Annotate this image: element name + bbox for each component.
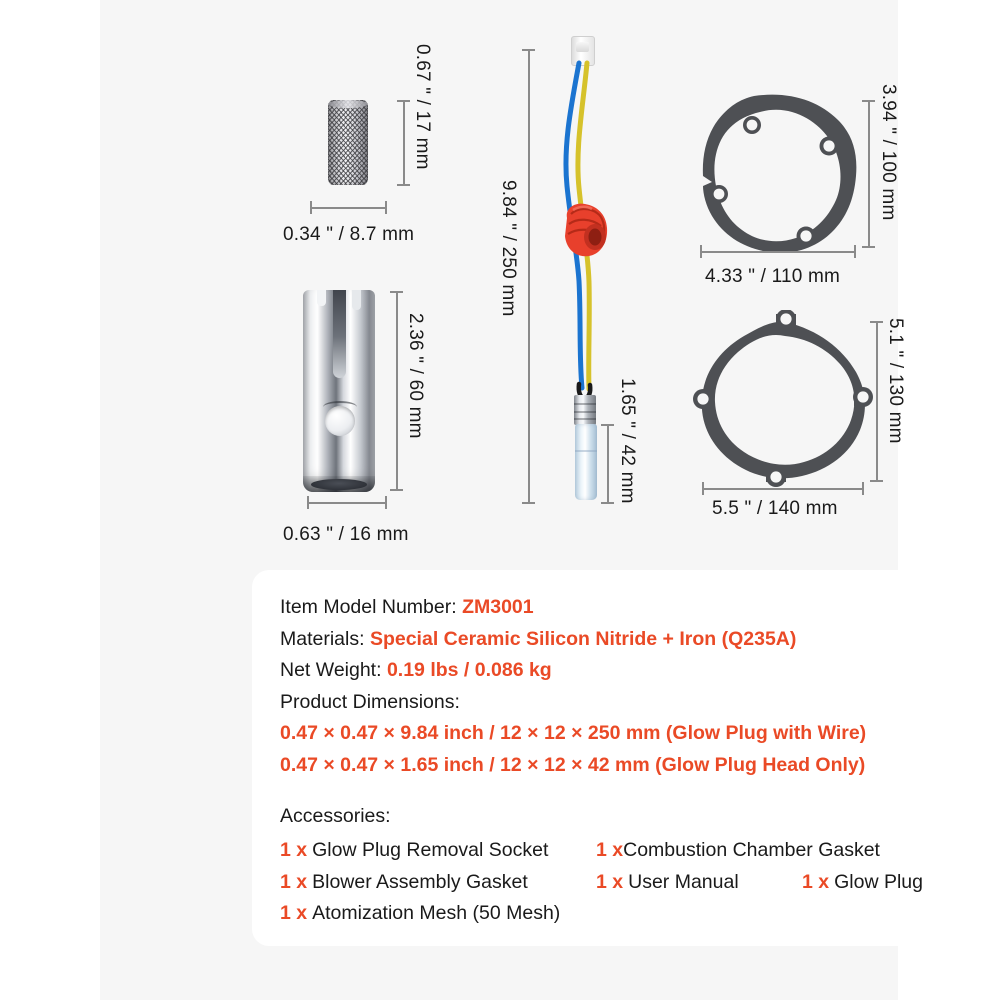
accessory-label: Atomization Mesh (50 Mesh): [312, 902, 561, 925]
plug-height-label: 9.84 " / 250 mm: [498, 180, 519, 317]
accessory-qty: 1 x: [596, 839, 624, 862]
mesh-height-tick-top: [397, 100, 410, 102]
plug-height-tick-top: [522, 49, 535, 51]
accessories-label: Accessories:: [280, 805, 391, 828]
mesh-width-tick-left: [310, 201, 312, 214]
socket-height-tick-bottom: [390, 489, 403, 491]
gasket-bottom-height-tick-bottom: [870, 480, 883, 482]
mesh-height-dimension-line: [403, 100, 405, 185]
accessories-row: 1 x Atomization Mesh (50 Mesh): [280, 898, 948, 930]
socket-hole-rim: [323, 401, 357, 413]
socket-width-tick-left: [307, 496, 309, 509]
gasket-top-width-label: 4.33 " / 110 mm: [705, 266, 841, 287]
gasket-bottom-height-tick-top: [870, 321, 883, 323]
socket-width-label: 0.63 " / 16 mm: [283, 524, 409, 545]
accessory-label: Combustion Chamber Gasket: [623, 839, 880, 862]
image-panel: 0.67 " / 17 mm 0.34 " / 8.7 mm 2.36 " / …: [100, 0, 948, 1000]
accessory-item: 1 x Combustion Chamber Gasket: [596, 835, 880, 867]
accessories-row: 1 x Glow Plug Removal Socket 1 x Combust…: [280, 835, 948, 867]
gasket-bottom-width-tick-left: [702, 482, 704, 495]
plug-head-label: 1.65 " / 42 mm: [617, 378, 638, 504]
plug-height-dimension-line: [528, 49, 530, 504]
net-weight-value: 0.19 lbs / 0.086 kg: [386, 659, 552, 682]
blower-assembly-gasket-image: [693, 310, 873, 487]
gasket-bottom-height-label: 5.1 " / 130 mm: [885, 318, 906, 444]
net-weight-row: Net Weight: 0.19 lbs / 0.086 kg: [280, 655, 948, 687]
mesh-width-tick-right: [385, 201, 387, 214]
accessories-grid: 1 x Glow Plug Removal Socket 1 x Combust…: [280, 835, 948, 930]
accessory-item: 1 x Glow Plug Removal Socket: [280, 835, 596, 867]
red-rubber-grommet: [565, 203, 608, 257]
socket-slot: [333, 290, 346, 378]
accessory-item: 1 x User Manual: [596, 867, 802, 899]
mesh-height-tick-bottom: [397, 184, 410, 186]
materials-value: Special Ceramic Silicon Nitride + Iron (…: [369, 627, 797, 650]
specification-card: Item Model Number: ZM3001 Materials: Spe…: [252, 570, 948, 946]
product-dimension-line-1: 0.47 × 0.47 × 9.84 inch / 12 × 12 × 250 …: [280, 722, 867, 745]
accessory-item: 1 x Blower Assembly Gasket: [280, 867, 596, 899]
accessory-label: Glow Plug: [834, 870, 923, 893]
model-number-label: Item Model Number:: [280, 596, 457, 618]
accessory-qty: 1 x: [280, 902, 308, 925]
accessory-label: Blower Assembly Gasket: [312, 870, 528, 893]
glow-plug-ceramic-tip: [575, 424, 597, 500]
accessory-label: Glow Plug Removal Socket: [312, 839, 549, 862]
accessory-qty: 1 x: [280, 839, 308, 862]
gasket-top-width-tick-right: [854, 245, 856, 258]
atomization-mesh-image: [328, 100, 368, 185]
materials-label: Materials:: [280, 627, 365, 650]
model-number-row: Item Model Number: ZM3001: [280, 592, 948, 624]
accessories-row: 1 x Blower Assembly Gasket 1 x User Manu…: [280, 867, 948, 899]
gasket-top-width-tick-left: [700, 245, 702, 258]
accessory-qty: 1 x: [802, 870, 830, 893]
product-dimensions-label: Product Dimensions:: [280, 690, 460, 713]
socket-width-tick-right: [385, 496, 387, 509]
gasket-bottom-width-dimension-line: [702, 488, 863, 490]
accessory-item: 1 x Glow Plug: [802, 867, 923, 899]
gasket-top-height-label: 3.94 " / 100 mm: [878, 84, 899, 221]
glow-plug-removal-socket-image: [303, 290, 375, 492]
gasket-top-height-dimension-line: [868, 100, 870, 248]
glow-plug-with-wire-image: [555, 36, 625, 516]
gasket-bottom-height-dimension-line: [876, 321, 878, 482]
product-dimension-line-2: 0.47 × 0.47 × 1.65 inch / 12 × 12 × 42 m…: [280, 753, 866, 776]
plug-head-dimension-line: [607, 424, 609, 504]
plug-head-tick-top: [601, 424, 614, 426]
gasket-top-height-tick-bottom: [862, 246, 875, 248]
accessory-qty: 1 x: [280, 870, 308, 893]
glow-plug-hex-nut: [574, 395, 596, 425]
gasket-bottom-width-label: 5.5 " / 140 mm: [712, 498, 838, 519]
accessory-item: 1 x Atomization Mesh (50 Mesh): [280, 898, 596, 930]
white-connector: [571, 36, 595, 66]
socket-side-hole: [325, 406, 355, 436]
mesh-width-label: 0.34 " / 8.7 mm: [283, 224, 415, 245]
accessory-label: User Manual: [628, 870, 739, 893]
socket-base-opening: [311, 479, 367, 490]
net-weight-label: Net Weight:: [280, 659, 382, 682]
socket-height-tick-top: [390, 291, 403, 293]
plug-head-tick-bottom: [601, 502, 614, 504]
plug-height-tick-bottom: [522, 502, 535, 504]
model-number-value: ZM3001: [462, 596, 534, 618]
gasket-top-height-tick-top: [862, 100, 875, 102]
accessory-qty: 1 x: [596, 870, 624, 893]
gasket-bottom-width-tick-right: [862, 482, 864, 495]
socket-notch-right: [352, 290, 361, 310]
mesh-width-dimension-line: [310, 207, 386, 209]
socket-height-dimension-line: [396, 291, 398, 491]
materials-row: Materials: Special Ceramic Silicon Nitri…: [280, 624, 948, 656]
combustion-chamber-gasket-image: [702, 94, 857, 254]
socket-notch-left: [317, 290, 326, 306]
mesh-height-label: 0.67 " / 17 mm: [412, 44, 433, 170]
gasket-top-width-dimension-line: [700, 251, 855, 253]
socket-width-dimension-line: [307, 502, 386, 504]
socket-height-label: 2.36 " / 60 mm: [405, 313, 426, 439]
